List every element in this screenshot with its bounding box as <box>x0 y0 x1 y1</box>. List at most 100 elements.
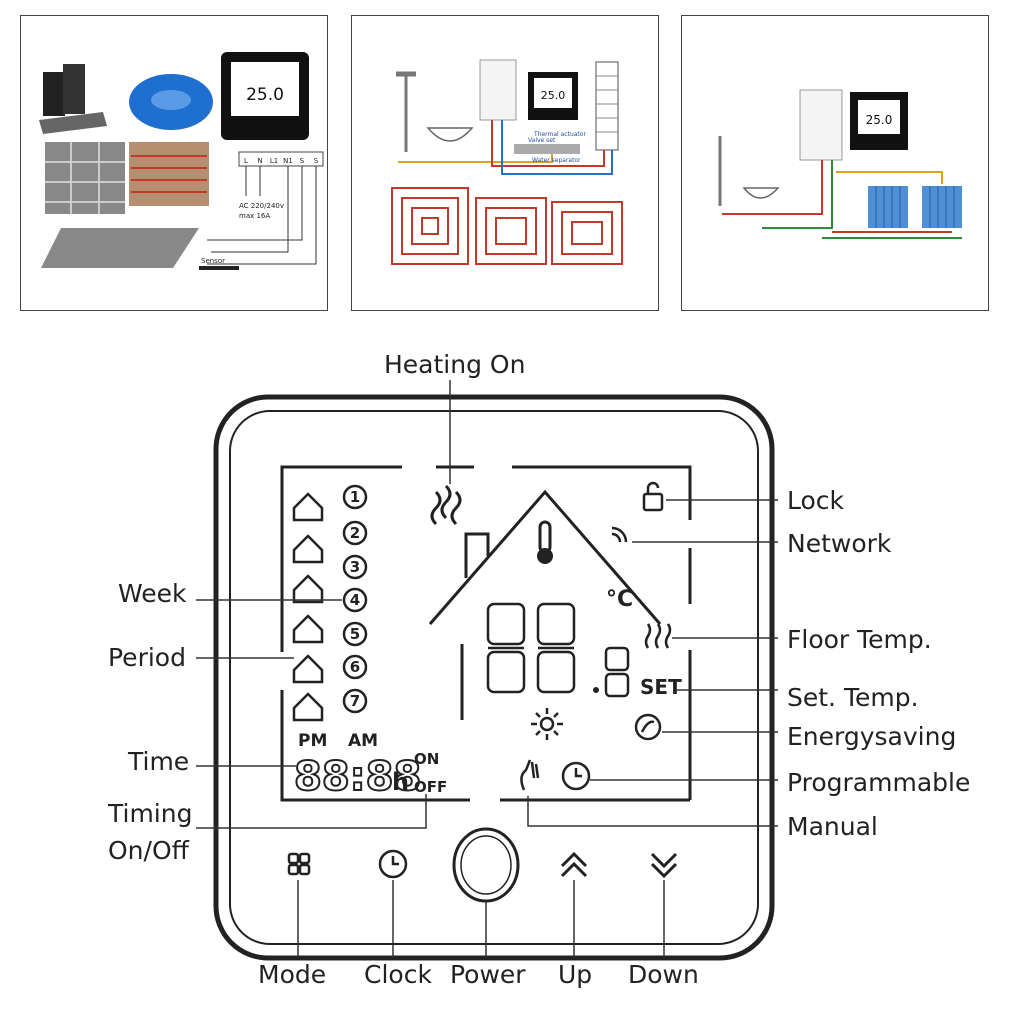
supply-label: max 16A <box>239 212 270 220</box>
terminal-label: S <box>314 157 319 165</box>
period-home-icon <box>292 492 324 522</box>
radiator <box>922 186 962 228</box>
period-return2-icon <box>292 654 324 684</box>
set-indicator: SET <box>640 675 682 699</box>
thermometer-icon <box>537 520 553 564</box>
valve-label: Valve set <box>528 137 556 144</box>
radiator-heating-illustration: 25.0 <box>718 89 962 239</box>
mode-icon <box>287 852 311 876</box>
day-number: 4 <box>350 591 360 609</box>
timing-label-line1: Timing <box>108 799 193 828</box>
energysaving-icon <box>634 713 662 741</box>
boiler <box>479 59 517 121</box>
timer-on-indicator: ON <box>414 750 439 768</box>
mode-button[interactable] <box>287 852 311 876</box>
terminal-label: N <box>257 157 262 165</box>
manifold <box>514 144 580 154</box>
floor-temp-label: Floor Temp. <box>787 625 932 654</box>
clock-label: Clock <box>364 960 432 989</box>
towel-rail <box>595 61 619 151</box>
house-outline <box>428 489 662 720</box>
time-label: Time <box>128 747 190 776</box>
up-label: Up <box>558 960 593 989</box>
network-icon <box>611 526 628 543</box>
chevron-up-icon <box>560 851 588 878</box>
terminal-label: S <box>300 157 305 165</box>
lcd-frame <box>280 465 692 802</box>
sensor-probe <box>199 266 239 270</box>
up-button[interactable] <box>560 851 588 878</box>
panel-floor-heating: 25.0 L N L1 N1 S S AC 220/240v max 16A S… <box>20 15 328 311</box>
cable-coil-center <box>151 90 191 110</box>
pm-indicator: PM <box>298 731 327 751</box>
hour-unit: h <box>392 768 409 796</box>
day-number: 7 <box>350 692 360 710</box>
terminal-label: L <box>244 157 248 165</box>
actuator-label: Thermal actuator <box>533 131 586 138</box>
callout-leaders <box>196 380 778 958</box>
supply-label: AC 220/240v <box>239 202 284 210</box>
sun-icon <box>531 708 563 740</box>
clock-digits: 88:88 <box>294 754 421 800</box>
decimal-point <box>593 687 599 693</box>
period-leave2-icon <box>292 614 324 644</box>
period-icons <box>292 492 324 722</box>
day-number: 1 <box>350 488 360 506</box>
programmable-icon <box>561 761 591 791</box>
lock-label: Lock <box>787 486 845 515</box>
clock-button[interactable] <box>378 849 408 879</box>
film-sheet <box>39 112 107 134</box>
mini-thermostat-reading: 25.0 <box>866 113 893 127</box>
lock-icon <box>642 481 664 512</box>
seven-segment-digit-small <box>604 646 630 698</box>
seven-segment-digit <box>536 602 576 694</box>
period-sleep-icon <box>292 692 324 722</box>
heating-on-label: Heating On <box>384 350 526 379</box>
celsius-unit: °C <box>606 587 633 612</box>
day-number: 6 <box>350 658 360 676</box>
temperature-digits <box>486 602 630 698</box>
day-number: 2 <box>350 524 360 542</box>
power-label: Power <box>450 960 526 989</box>
sink <box>742 187 780 199</box>
power-button[interactable] <box>452 827 520 903</box>
sink <box>426 127 474 142</box>
timing-label-line2: On/Off <box>108 836 189 865</box>
floor-heating-illustration: 25.0 L N L1 N1 S S AC 220/240v max 16A S… <box>39 52 324 270</box>
seven-segment-digit <box>486 602 526 694</box>
terminal-label: N1 <box>283 157 293 165</box>
device-inner-frame <box>229 410 759 945</box>
radiator <box>868 186 908 228</box>
sensor-label: Sensor <box>201 257 225 265</box>
floor-loops <box>391 187 623 265</box>
period-leave-icon <box>292 534 324 564</box>
water-heating-illustration: 25.0 Valve set Thermal actuator Water se… <box>391 59 623 265</box>
mini-thermostat-reading: 25.0 <box>246 85 284 105</box>
programmable-label: Programmable <box>787 768 971 797</box>
panel-water-heating: 25.0 Valve set Thermal actuator Water se… <box>351 15 659 311</box>
power-button-ring <box>460 835 512 895</box>
energysaving-label: Energysaving <box>787 722 957 751</box>
mode-label: Mode <box>258 960 327 989</box>
floor-temp-icon <box>644 623 672 649</box>
cable-floor-photo <box>129 142 209 206</box>
day-number: 5 <box>350 625 360 643</box>
period-return-icon <box>292 574 324 604</box>
manual-label: Manual <box>787 812 878 841</box>
set-temp-label: Set. Temp. <box>787 683 919 712</box>
network-label: Network <box>787 529 892 558</box>
terminal-block <box>238 151 324 167</box>
panel-radiator-heating: 25.0 <box>681 15 989 311</box>
clock-icon <box>378 849 408 879</box>
week-day-numbers: 1 2 3 4 5 6 7 <box>342 484 368 714</box>
floor-plate <box>41 228 199 268</box>
film-roll <box>63 64 85 114</box>
down-label: Down <box>628 960 699 989</box>
week-label: Week <box>118 579 187 608</box>
day-number: 3 <box>350 558 360 576</box>
timer-off-indicator: OFF <box>414 778 447 796</box>
down-button[interactable] <box>650 852 678 879</box>
chevron-down-icon <box>650 852 678 879</box>
period-label: Period <box>108 643 186 672</box>
mini-thermostat-reading: 25.0 <box>541 89 566 102</box>
